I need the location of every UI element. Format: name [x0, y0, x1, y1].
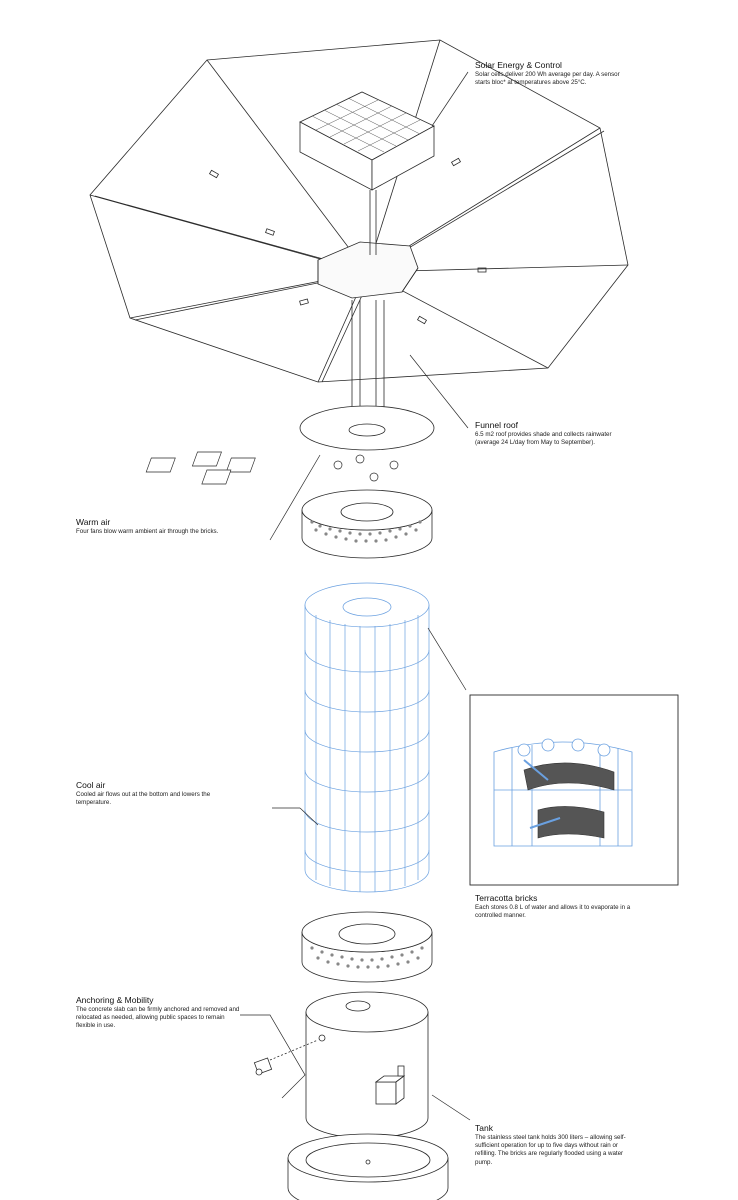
callout-desc: Each stores 0.8 L of water and allows it…: [475, 904, 631, 920]
callout-desc: Four fans blow warm ambient air through …: [76, 528, 219, 535]
cool-air-ring: [301, 911, 433, 983]
funnel-plate: [299, 405, 435, 451]
callout-solar: Solar Energy & Control Solar cells deliv…: [475, 60, 625, 87]
callout-anchor: Anchoring & Mobility The concrete slab c…: [76, 995, 241, 1031]
callout-title: Cool air: [76, 780, 106, 790]
callout-cool-air: Cool air Cooled air flows out at the bot…: [76, 780, 236, 807]
warm-air-ring: [301, 489, 433, 559]
callout-title: Tank: [475, 1123, 493, 1133]
roof-posts: [351, 300, 385, 420]
terracotta-detail-inset: [469, 694, 679, 886]
tank: [305, 991, 429, 1139]
leader-lines: [240, 71, 471, 1121]
callout-title: Anchoring & Mobility: [76, 995, 154, 1005]
fitting: [253, 1039, 319, 1076]
callout-bricks: Terracotta bricks Each stores 0.8 L of w…: [475, 893, 650, 920]
callout-warm-air: Warm air Four fans blow warm ambient air…: [76, 517, 246, 536]
solar-panel: [299, 91, 435, 255]
funnel-roof: [89, 39, 629, 383]
callout-title: Funnel roof: [475, 420, 518, 430]
callout-desc: Cooled air flows out at the bottom and l…: [76, 791, 211, 807]
brick-column: [304, 582, 430, 893]
callout-desc: 6.5 m2 roof provides shade and collects …: [475, 431, 612, 447]
callout-funnel: Funnel roof 6.5 m2 roof provides shade a…: [475, 420, 625, 447]
callout-desc: The stainless steel tank holds 300 liter…: [475, 1134, 626, 1166]
callout-title: Terracotta bricks: [475, 893, 538, 903]
callout-tank: Tank The stainless steel tank holds 300 …: [475, 1123, 635, 1167]
callout-title: Solar Energy & Control: [475, 60, 562, 70]
callout-title: Warm air: [76, 517, 111, 527]
callout-desc: Solar cells deliver 200 Wh average per d…: [475, 71, 620, 87]
fans: [145, 451, 399, 485]
concrete-slab: [287, 1133, 449, 1200]
callout-desc: The concrete slab can be firmly anchored…: [76, 1006, 240, 1030]
